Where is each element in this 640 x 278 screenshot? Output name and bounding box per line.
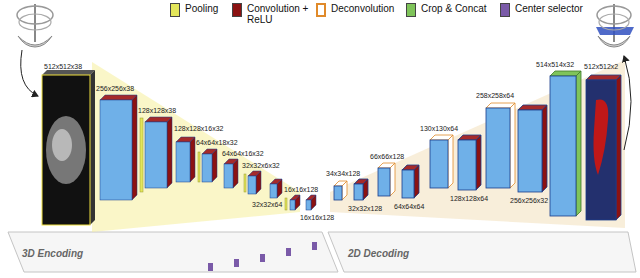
legend-item: Convolution + ReLU xyxy=(232,3,309,25)
legend-text: Deconvolution xyxy=(331,3,394,14)
dimension-label: 256x256x38 xyxy=(96,84,134,93)
legend-text: Convolution + ReLU xyxy=(247,3,309,25)
dimension-label: 32x32x128 xyxy=(348,204,382,213)
legend-swatch xyxy=(170,3,180,17)
legend-item: Deconvolution xyxy=(316,3,394,17)
dimension-label: 34x34x128 xyxy=(326,169,360,178)
dimension-label: 128x128x16x32 xyxy=(174,124,223,133)
dimension-label: 256x256x32 xyxy=(510,196,548,205)
legend-text: Pooling xyxy=(185,3,218,14)
dimension-label: 64x64x64 xyxy=(394,202,424,211)
decoder-blocks xyxy=(334,71,621,220)
dimension-label: 128x128x38 xyxy=(138,106,176,115)
legend-text: Center selector xyxy=(515,3,583,14)
dimension-label: 128x128x64 xyxy=(450,194,488,203)
legend-swatch xyxy=(232,3,242,17)
dimension-label: 130x130x64 xyxy=(420,124,458,133)
dimension-label: 64x64x16x32 xyxy=(222,149,264,158)
dimension-label: 32x32x6x32 xyxy=(242,161,280,170)
center-selectors xyxy=(208,242,317,271)
dimension-label: 514x514x32 xyxy=(536,60,574,69)
legend-item: Center selector xyxy=(500,3,583,17)
legend-item: Crop & Concat xyxy=(406,3,487,17)
dimension-label: 16x16x128 xyxy=(300,213,334,222)
legend-swatch xyxy=(500,3,510,17)
dimension-label: 64x64x18x32 xyxy=(196,138,238,147)
dimension-label: 66x66x128 xyxy=(370,152,404,161)
input-volume xyxy=(42,70,95,225)
dimension-label: 16x16x128 xyxy=(284,185,318,194)
legend-text: Crop & Concat xyxy=(421,3,487,14)
dimension-label: 32x32x64 xyxy=(252,200,282,209)
legend-swatch xyxy=(316,3,326,17)
floor-planes xyxy=(8,232,636,272)
feature-band xyxy=(92,60,625,232)
legend-swatch xyxy=(406,3,416,17)
legend-item: Pooling xyxy=(170,3,218,17)
dimension-label: 512x512x2 xyxy=(584,62,618,71)
stage-label: 3D Encoding xyxy=(22,248,83,260)
encoder-blocks xyxy=(100,95,316,210)
dimension-label: 512x512x38 xyxy=(44,62,82,71)
dimension-label: 258x258x64 xyxy=(476,91,514,100)
stage-label: 2D Decoding xyxy=(348,248,409,260)
